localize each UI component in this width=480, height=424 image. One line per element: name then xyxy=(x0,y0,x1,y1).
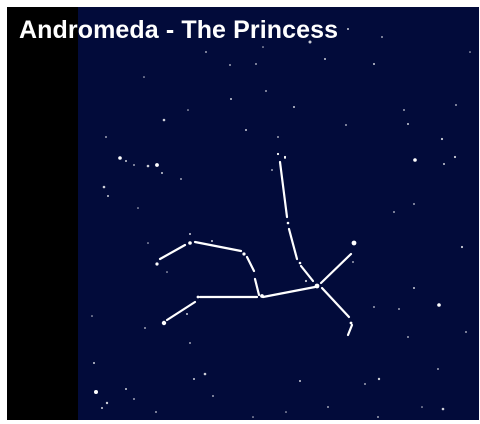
background-star xyxy=(147,165,150,168)
background-star xyxy=(398,308,400,310)
background-star xyxy=(189,233,191,235)
background-star xyxy=(455,104,457,106)
background-star xyxy=(465,331,467,333)
background-star xyxy=(252,416,254,418)
background-star xyxy=(378,378,380,380)
background-star xyxy=(133,398,135,400)
background-star xyxy=(285,411,287,413)
background-star xyxy=(277,136,279,138)
background-star xyxy=(347,28,349,30)
background-star xyxy=(245,129,247,131)
background-star xyxy=(441,138,443,140)
background-star xyxy=(155,411,157,413)
background-star xyxy=(345,124,347,126)
background-star xyxy=(461,246,463,248)
background-star xyxy=(125,388,127,390)
sky-background xyxy=(78,7,479,420)
background-star xyxy=(91,315,93,317)
star-chart-frame: Andromeda - The Princess xyxy=(7,7,479,420)
background-star xyxy=(147,242,149,244)
background-star xyxy=(364,383,366,385)
background-star xyxy=(193,378,195,380)
night-sky xyxy=(78,7,479,420)
background-star xyxy=(180,178,182,180)
background-star xyxy=(161,172,163,174)
background-star xyxy=(189,342,191,344)
background-star xyxy=(305,280,307,282)
background-star xyxy=(413,287,415,289)
background-star xyxy=(443,163,445,165)
background-star xyxy=(437,368,439,370)
background-star xyxy=(469,51,471,53)
background-star xyxy=(373,63,375,65)
background-star xyxy=(413,203,415,205)
background-star xyxy=(293,106,295,108)
background-star xyxy=(204,373,207,376)
background-star xyxy=(155,163,159,167)
background-star xyxy=(187,109,189,111)
background-star xyxy=(377,416,379,418)
background-star xyxy=(105,136,107,138)
background-star xyxy=(125,160,127,162)
background-star xyxy=(265,90,267,92)
background-star xyxy=(407,123,409,125)
background-star xyxy=(381,36,383,38)
background-star xyxy=(454,156,456,158)
background-star xyxy=(255,63,257,65)
background-star xyxy=(393,211,395,213)
background-star xyxy=(166,271,168,273)
background-star xyxy=(103,186,106,189)
background-star xyxy=(205,51,207,53)
sky-svg xyxy=(78,7,479,420)
background-star xyxy=(211,240,213,242)
background-star xyxy=(407,336,409,338)
background-star xyxy=(437,303,441,307)
background-star xyxy=(133,164,135,166)
background-star xyxy=(403,109,405,111)
background-star xyxy=(262,46,264,48)
background-star xyxy=(212,395,214,397)
background-star xyxy=(271,169,273,171)
background-star xyxy=(106,402,108,404)
background-star xyxy=(143,76,145,78)
background-star xyxy=(93,362,95,364)
background-star xyxy=(327,406,329,408)
background-star xyxy=(137,207,139,209)
background-star xyxy=(299,380,301,382)
background-star xyxy=(442,408,445,411)
background-star xyxy=(163,119,166,122)
background-star xyxy=(230,98,232,100)
background-star xyxy=(352,261,354,263)
background-star xyxy=(324,58,326,60)
background-star xyxy=(413,158,417,162)
page-title: Andromeda - The Princess xyxy=(19,14,338,46)
background-star xyxy=(229,64,231,66)
background-star xyxy=(421,406,423,408)
background-star xyxy=(101,407,103,409)
background-star xyxy=(94,390,98,394)
background-star xyxy=(186,313,188,315)
background-star xyxy=(118,156,122,160)
background-star xyxy=(284,157,286,159)
background-star xyxy=(107,195,109,197)
background-star xyxy=(373,306,375,308)
background-star xyxy=(144,327,146,329)
